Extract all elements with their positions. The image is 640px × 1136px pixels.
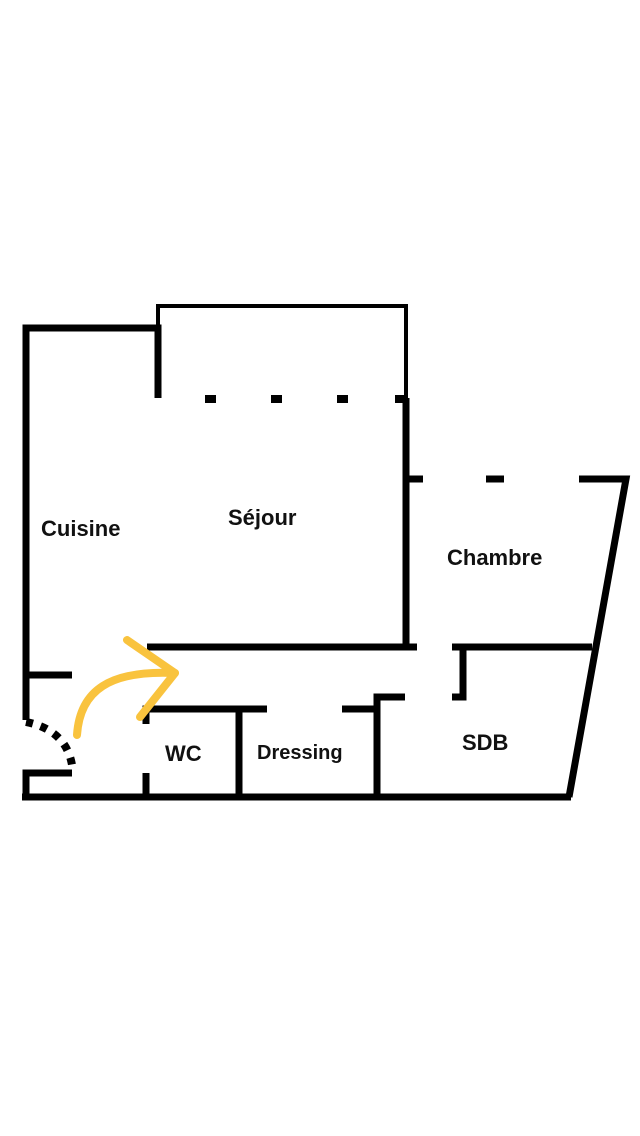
room-label-sejour: Séjour [228,505,297,530]
chambre-right-wall [565,475,631,798]
room-label-sdb: SDB [462,730,508,755]
wc-top-wall [142,705,267,724]
room-label-dressing: Dressing [257,742,343,764]
entry-door-arc [25,718,76,766]
balcony-outline [156,304,408,398]
cuisine-outer-wall [22,324,162,720]
sdb-stub-wall [452,647,467,701]
room-label-wc: WC [165,741,202,766]
entry-arrow-icon [73,636,179,739]
walls [22,304,631,801]
room-label-cuisine: Cuisine [41,516,120,541]
room-label-chambre: Chambre [447,545,542,570]
sdb-left-wall [373,693,405,797]
entry-stub-bottom [22,769,72,797]
sejour-window-dashes [205,395,407,403]
